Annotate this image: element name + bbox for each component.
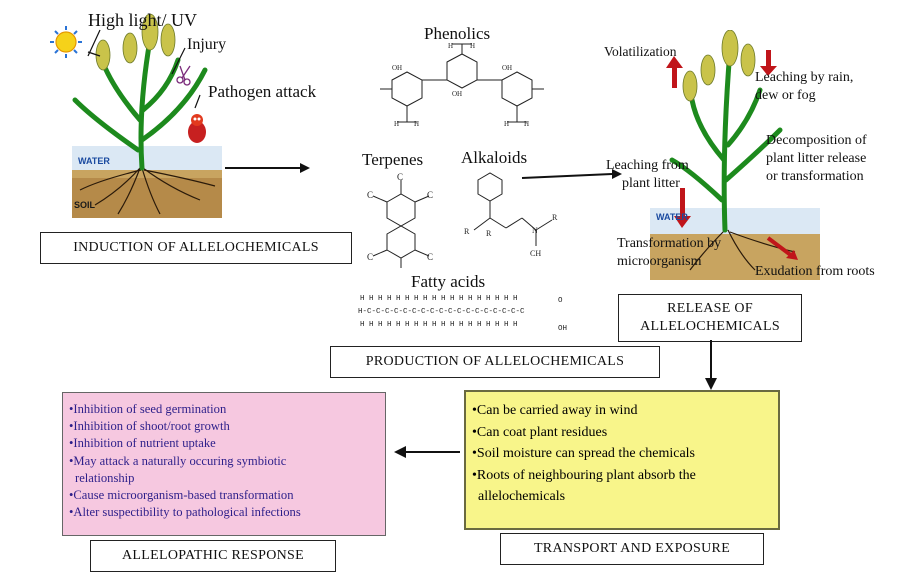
phenolics-structure: OH OH OH H H H H H H <box>380 42 544 128</box>
leaching-rain-arrow-icon <box>760 50 777 76</box>
decomposition-label-2: plant litter release <box>766 151 867 166</box>
response-item: •Inhibition of shoot/root growth <box>69 419 230 434</box>
transformation-label-1: Transformation by <box>617 236 722 251</box>
svg-text:H: H <box>470 42 475 50</box>
release-plant-illustration <box>650 30 820 280</box>
svg-text:C: C <box>367 252 373 262</box>
svg-text:H: H <box>394 120 399 128</box>
response-item: •May attack a naturally occuring symbiot… <box>69 453 287 468</box>
release-box-label-1: RELEASE OF <box>667 301 753 316</box>
transport-item: allelochemicals <box>478 489 566 505</box>
response-item: •Cause microorganism-based transformatio… <box>69 488 294 503</box>
svg-text:H H H H H H H H H H H H H H H: H H H H H H H H H H H H H H H H H H <box>360 321 518 329</box>
svg-text:H: H <box>448 42 453 50</box>
svg-text:OH: OH <box>392 64 402 72</box>
svg-text:C: C <box>427 252 433 262</box>
leaching-litter-label-2: plant litter <box>622 176 680 191</box>
induction-box: INDUCTION OF ALLELOCHEMICALS <box>40 232 352 264</box>
high-light-label: High light/ UV <box>88 10 198 30</box>
injury-label: Injury <box>187 36 227 53</box>
fatty-acids-structure: H H H H H H H H H H H H H H H H H H H-C-… <box>358 295 567 333</box>
svg-text:O: O <box>558 297 563 305</box>
water-label: WATER <box>78 156 110 166</box>
alkaloids-structure: R R N R CH <box>464 172 558 258</box>
production-box-label: PRODUCTION OF ALLELOCHEMICALS <box>365 354 625 369</box>
scissors-icon <box>176 65 191 86</box>
svg-text:CH: CH <box>530 249 541 258</box>
plant-soil-illustration <box>50 13 310 218</box>
exudation-arrow-icon <box>766 236 794 258</box>
svg-text:N: N <box>532 226 538 235</box>
decomposition-label-3: or transformation <box>766 169 864 184</box>
response-list: •Inhibition of seed germination •Inhibit… <box>63 393 385 529</box>
release-box: RELEASE OF ALLELOCHEMICALS <box>618 294 802 342</box>
response-item: •Inhibition of seed germination <box>69 402 227 416</box>
decomposition-label-1: Decomposition of <box>766 133 867 148</box>
phenolics-label: Phenolics <box>424 24 491 43</box>
svg-text:R: R <box>464 227 470 236</box>
leaching-rain-label-1: Leaching by rain, <box>755 70 854 85</box>
leaching-rain-label-2: dew or fog <box>755 88 816 103</box>
response-item: relationship <box>75 470 135 485</box>
volatilization-label: Volatilization <box>604 44 677 59</box>
pathogen-label: Pathogen attack <box>208 82 317 101</box>
fatty-acids-label: Fatty acids <box>411 272 486 291</box>
soil-label: SOIL <box>74 200 96 210</box>
induction-illustration <box>0 0 360 230</box>
response-item: •Inhibition of nutrient uptake <box>69 436 216 451</box>
transport-panel: •Can be carried away in wind •Can coat p… <box>464 390 780 530</box>
svg-text:OH: OH <box>558 325 567 333</box>
transformation-label-2: microorganism <box>617 254 702 269</box>
svg-text:H: H <box>524 120 529 128</box>
release-box-label-2: ALLELOCHEMICALS <box>640 319 780 334</box>
arrow-transport-to-response <box>394 446 460 458</box>
svg-text:C: C <box>427 190 433 200</box>
transport-item: •Can coat plant residues <box>472 424 608 440</box>
transport-item: •Roots of neighbouring plant absorb the <box>472 467 696 483</box>
terpenes-label: Terpenes <box>362 150 424 169</box>
svg-text:OH: OH <box>452 90 462 98</box>
transport-box-label: TRANSPORT AND EXPOSURE <box>533 541 731 556</box>
response-box-label: ALLELOPATHIC RESPONSE <box>122 548 304 563</box>
transport-list: •Can be carried away in wind •Can coat p… <box>466 392 778 516</box>
alkaloids-label: Alkaloids <box>461 148 528 167</box>
svg-text:C: C <box>397 172 403 182</box>
sun-icon <box>50 26 82 58</box>
response-item: •Alter suspectibility to pathological in… <box>69 505 301 520</box>
leaching-litter-label-1: Leaching from <box>606 158 689 173</box>
terpenes-structure: C C C C C <box>367 172 433 268</box>
svg-text:H: H <box>414 120 419 128</box>
production-box: PRODUCTION OF ALLELOCHEMICALS <box>330 346 660 378</box>
svg-text:H-C-C-C-C-C-C-C-C-C-C-C-C-C-C-: H-C-C-C-C-C-C-C-C-C-C-C-C-C-C-C-C-C-C <box>358 308 525 316</box>
pathogen-bug-icon <box>188 114 206 143</box>
leaching-litter-arrow-icon <box>674 188 691 228</box>
svg-text:H H H H H H H H H H H H H H H: H H H H H H H H H H H H H H H H H H <box>360 295 518 303</box>
svg-text:H: H <box>504 120 509 128</box>
arrow-induction-to-production <box>225 163 310 173</box>
transport-box: TRANSPORT AND EXPOSURE <box>500 533 764 565</box>
svg-text:R: R <box>486 229 492 238</box>
svg-text:C: C <box>367 190 373 200</box>
induction-box-label: INDUCTION OF ALLELOCHEMICALS <box>73 240 319 255</box>
exudation-label: Exudation from roots <box>755 264 875 279</box>
response-panel: •Inhibition of seed germination •Inhibit… <box>62 392 386 536</box>
transport-item: •Can be carried away in wind <box>472 403 638 418</box>
svg-text:OH: OH <box>502 64 512 72</box>
response-box: ALLELOPATHIC RESPONSE <box>90 540 336 572</box>
svg-text:R: R <box>552 213 558 222</box>
transport-item: •Soil moisture can spread the chemicals <box>472 446 696 462</box>
arrow-release-to-transport <box>705 340 717 390</box>
release-water-label: WATER <box>656 212 688 222</box>
arrow-production-to-release <box>521 169 622 179</box>
volatilization-arrow-icon <box>666 56 683 88</box>
